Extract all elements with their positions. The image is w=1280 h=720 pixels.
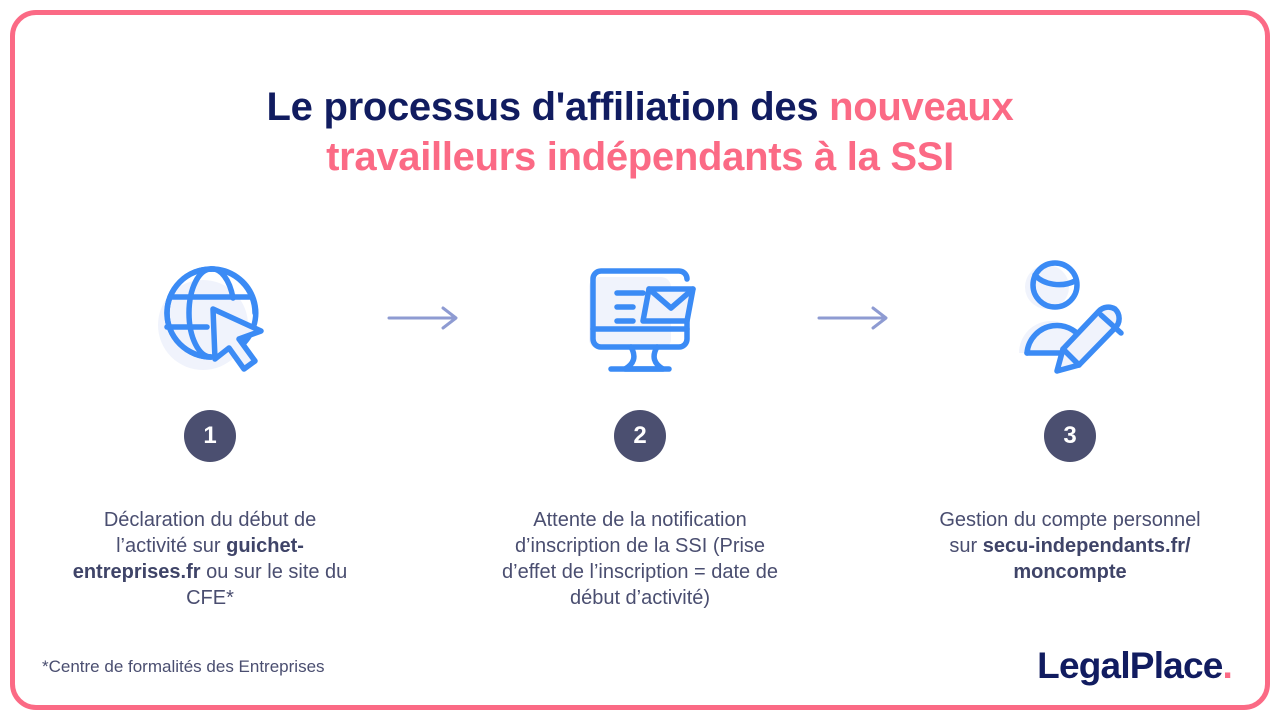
- logo-dot: .: [1222, 645, 1233, 686]
- process-step-2: 2 Attente de la notification d’inscripti…: [490, 248, 790, 611]
- step-1-text-part-2: ou sur le site du CFE*: [186, 561, 348, 609]
- step-3-text-part-0: Gestion du compte personnel sur: [939, 509, 1201, 557]
- legalplace-logo: LegalPlace.: [1037, 645, 1233, 686]
- step-1-text-part-0: Déclaration du début de l’activité sur: [103, 509, 317, 557]
- step-number-badge-1: 1: [184, 410, 236, 462]
- arrow-right-icon: [387, 306, 458, 330]
- footnote: *Centre de formalités des Entreprises: [42, 657, 325, 676]
- page-title: Le processus d'affiliation des nouveaux …: [140, 82, 1140, 182]
- title-line-1: Le processus d'affiliation des nouveaux: [140, 82, 1140, 132]
- step-description-1: Déclaration du début de l’activité sur g…: [68, 507, 353, 611]
- step-1-text-part-1: guichet-entreprises.fr: [72, 535, 304, 583]
- title-line-2: travailleurs indépendants à la SSI: [326, 135, 954, 179]
- logo-wordmark: LegalPlace: [1037, 645, 1223, 686]
- step-description-3: Gestion du compte personnel sur secu-ind…: [928, 507, 1213, 585]
- step-description-2: Attente de la notification d’inscription…: [502, 509, 778, 609]
- process-steps-row: 1 Déclaration du début de l’activité sur…: [0, 248, 1280, 611]
- title-text-pink-highlight: nouveaux: [829, 85, 1014, 129]
- title-text-navy: Le processus d'affiliation des: [266, 85, 830, 129]
- arrow-right-icon: [817, 306, 888, 330]
- connector-1: [360, 248, 490, 388]
- globe-cursor-icon: [140, 248, 280, 388]
- process-step-3: 3 Gestion du compte personnel sur secu-i…: [920, 248, 1220, 585]
- step-number-badge-3: 3: [1044, 410, 1096, 462]
- user-pencil-icon: [1000, 248, 1140, 388]
- connector-2: [790, 248, 920, 388]
- process-step-1: 1 Déclaration du début de l’activité sur…: [60, 248, 360, 611]
- step-number-badge-2: 2: [614, 410, 666, 462]
- step-3-text-part-1: secu-independants.fr/ moncompte: [982, 535, 1191, 583]
- monitor-email-icon: [570, 248, 710, 388]
